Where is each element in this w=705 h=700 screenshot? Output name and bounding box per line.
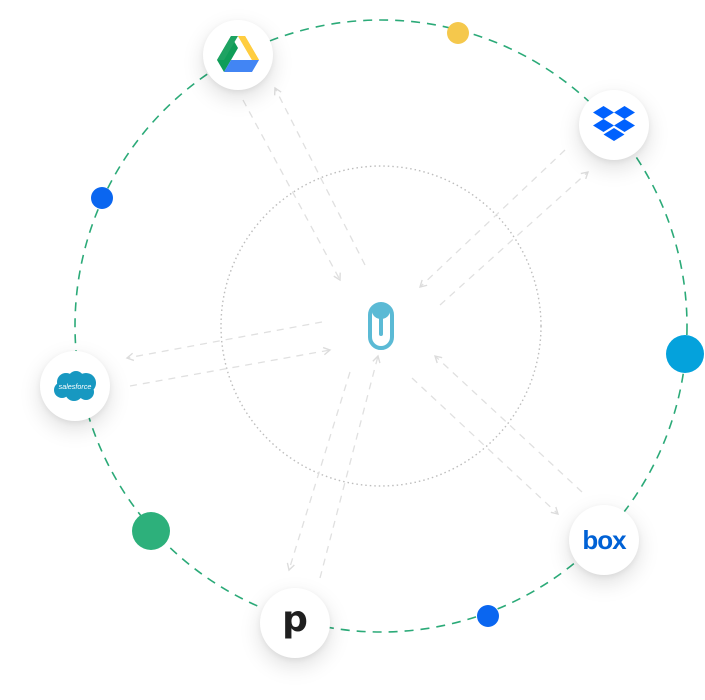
salesforce-label: salesforce [59, 382, 92, 391]
pipedrive-node[interactable]: p [260, 588, 330, 658]
dropbox-icon [593, 106, 635, 141]
dropbox-node[interactable] [579, 90, 649, 160]
inner-ring [220, 165, 542, 487]
arrow-box-out [411, 377, 560, 515]
yellow-dot [447, 22, 469, 44]
arrow-pipedrive-in [319, 354, 381, 579]
outer-ring [74, 19, 688, 633]
arrow-drive-out [273, 86, 366, 266]
box-node[interactable]: box [569, 505, 639, 575]
connector-arrows [125, 86, 590, 579]
arrow-salesforce-in [129, 346, 332, 387]
arrow-salesforce-out [125, 321, 323, 362]
salesforce-icon: salesforce [54, 371, 96, 401]
google-drive-icon [217, 36, 259, 72]
green-dot [132, 512, 170, 550]
paperclip-icon [368, 302, 394, 350]
pipedrive-icon: p [282, 599, 308, 640]
salesforce-node[interactable]: salesforce [40, 351, 110, 421]
blue-dot-left [91, 187, 113, 209]
arrow-pipedrive-out [286, 371, 351, 572]
cyan-dot [666, 335, 704, 373]
arrow-dropbox-in [419, 149, 566, 288]
arrow-dropbox-out [439, 171, 590, 306]
blue-dot-bottom [477, 605, 499, 627]
google-drive-node[interactable] [203, 20, 273, 90]
arrow-drive-in [242, 99, 341, 282]
box-icon: box [582, 524, 626, 555]
arrow-box-in [433, 355, 583, 493]
